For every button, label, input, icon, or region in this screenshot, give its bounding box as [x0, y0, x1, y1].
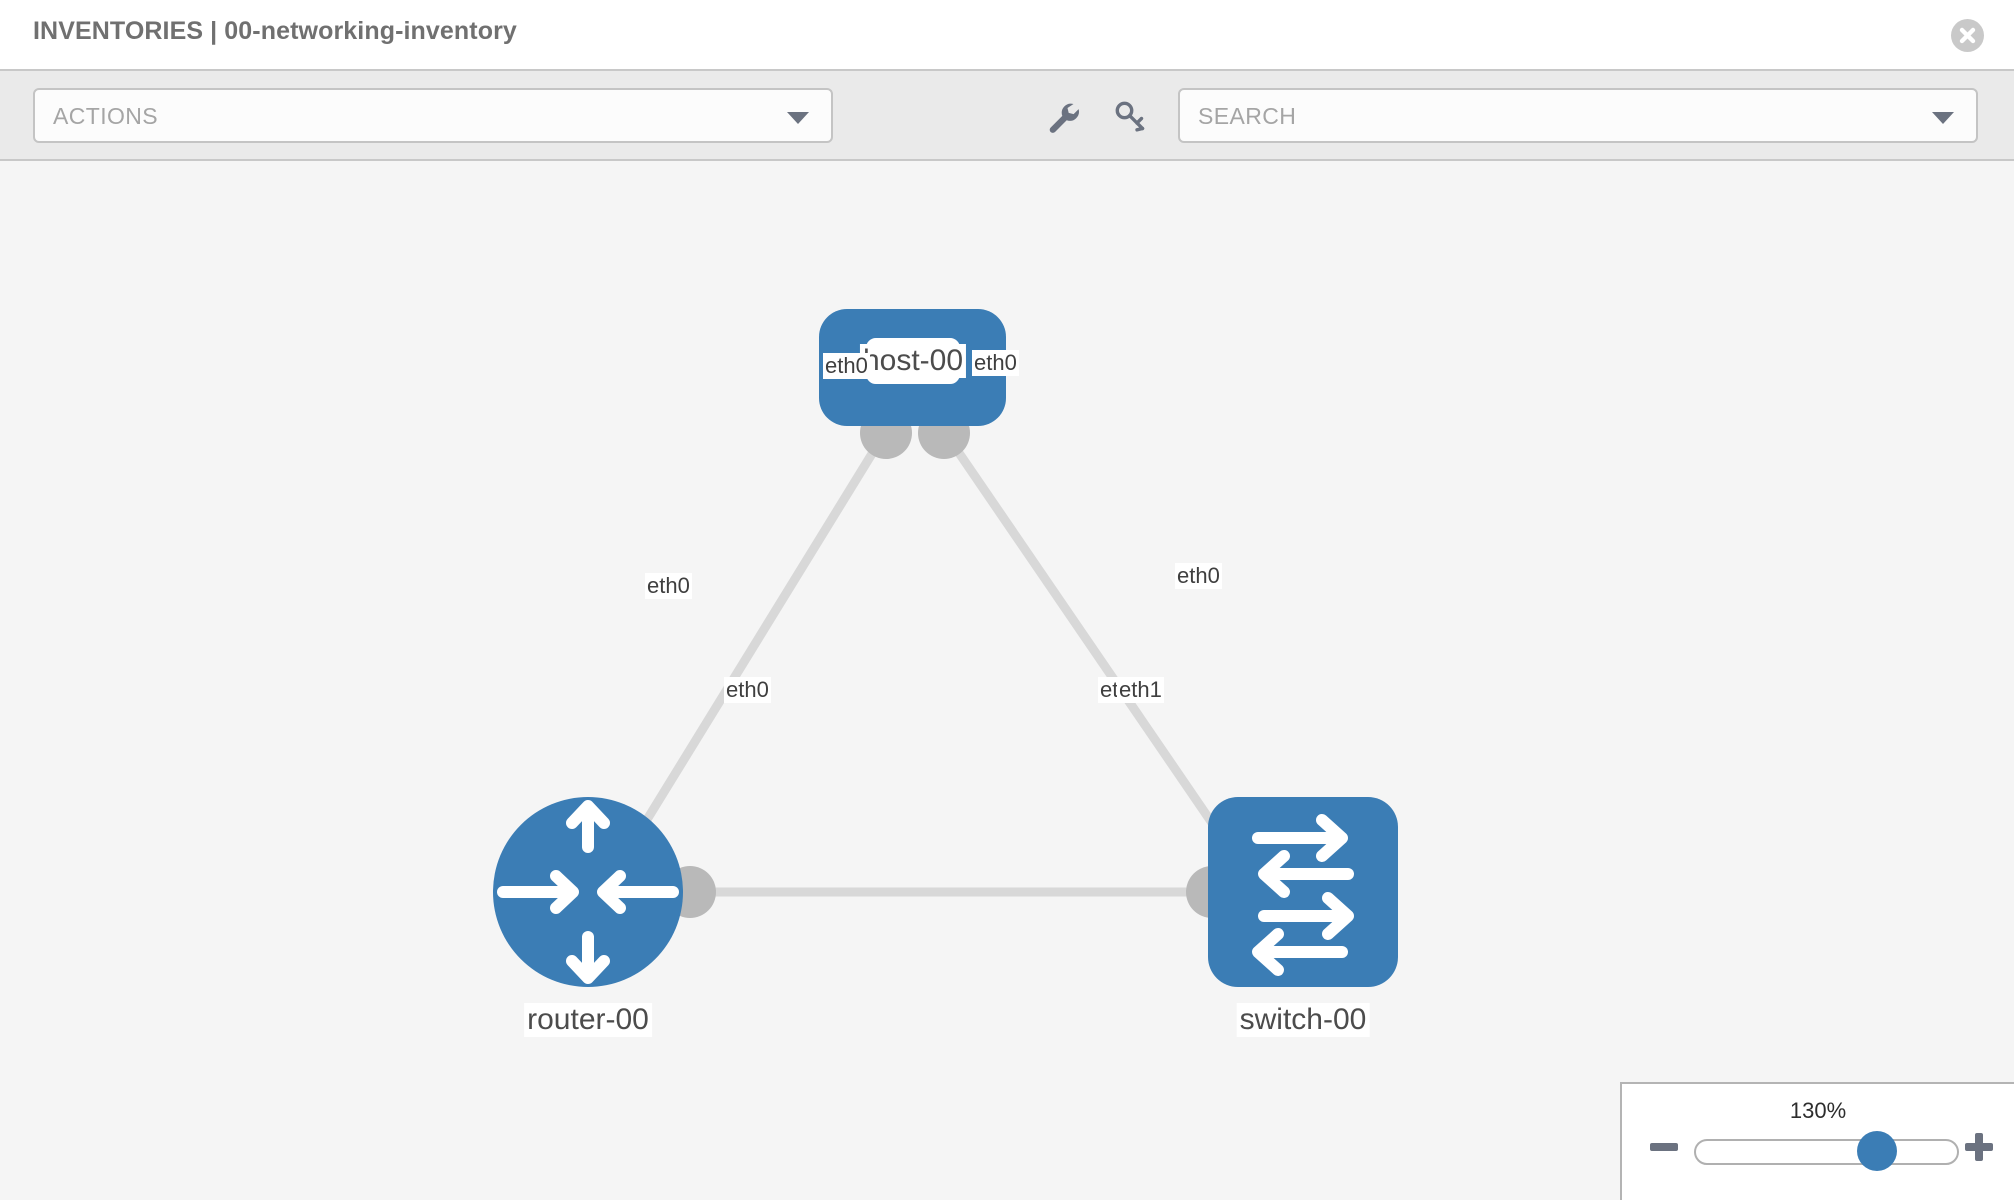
- zoom-control-panel: 130%: [1620, 1082, 2014, 1200]
- zoom-level-label: 130%: [1789, 1098, 1847, 1123]
- minus-icon[interactable]: [1647, 1130, 1681, 1164]
- search-placeholder: SEARCH: [1198, 103, 1297, 129]
- edge-label-router-switch-source: eth0: [724, 677, 771, 703]
- key-icon[interactable]: [1110, 97, 1150, 137]
- edge-label-host-router-target: eth0: [645, 573, 692, 599]
- actions-dropdown-label: ACTIONS: [53, 103, 159, 129]
- plus-icon[interactable]: [1962, 1130, 1996, 1164]
- actions-dropdown[interactable]: ACTIONS: [33, 88, 833, 143]
- node-label-switch-00: switch-00: [1236, 1003, 1370, 1037]
- node-label-host-00: host-00: [859, 344, 967, 378]
- chevron-down-icon: [1932, 112, 1954, 124]
- search-input[interactable]: SEARCH: [1178, 88, 1978, 143]
- link-edges: [596, 428, 1242, 899]
- edge-label-host-router-source: eth0: [823, 353, 870, 379]
- connector-nubs: [664, 407, 1266, 918]
- edge-label-host-switch-source: eth0: [972, 350, 1019, 376]
- chevron-down-icon: [787, 112, 809, 124]
- edge-label-host-switch-target: eth0: [1175, 563, 1222, 589]
- edge-label-router-switch-target: eth1: [1117, 677, 1164, 703]
- toolbar: ACTIONS SEARCH: [0, 71, 2014, 161]
- node-switch-00-shape: [1208, 797, 1398, 987]
- close-icon[interactable]: [1951, 19, 1984, 52]
- node-router-00: [493, 797, 683, 987]
- node-router-00-shape: [493, 797, 683, 987]
- page-header: INVENTORIES | 00-networking-inventory: [0, 0, 2014, 71]
- node-label-router-00: router-00: [524, 1003, 652, 1037]
- switch-arrows-icon: [1252, 814, 1354, 976]
- router-arrows-icon: [497, 800, 679, 984]
- zoom-slider-track[interactable]: [1694, 1139, 1959, 1165]
- node-switch-00: [1208, 797, 1398, 987]
- topology-graph: [493, 309, 1398, 987]
- topology-canvas[interactable]: host-00 router-00 switch-00 eth0 eth0 et…: [0, 161, 2014, 1200]
- edge-host-switch: [940, 428, 1242, 864]
- page-title: INVENTORIES | 00-networking-inventory: [33, 17, 517, 45]
- zoom-slider-thumb[interactable]: [1857, 1131, 1897, 1171]
- wrench-icon[interactable]: [1043, 97, 1083, 137]
